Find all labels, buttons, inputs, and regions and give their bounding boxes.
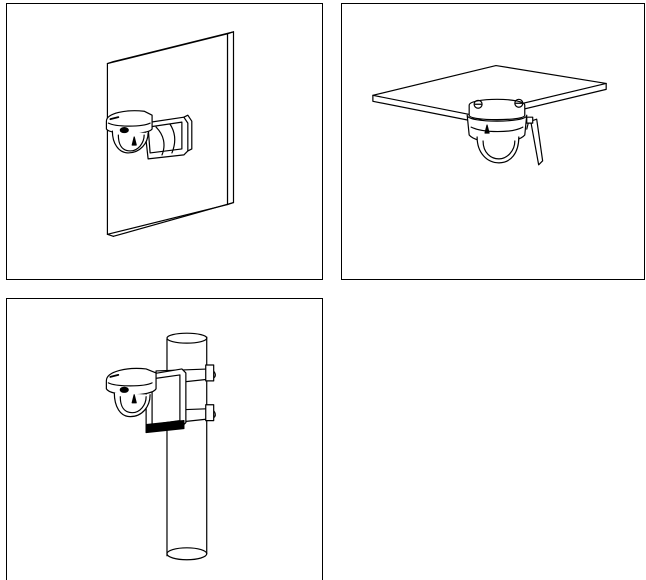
wall-bracket (144, 115, 192, 159)
ceiling-mount-panel (341, 3, 645, 280)
dome-camera-pole-mount-icon (7, 299, 322, 580)
antenna (527, 117, 543, 165)
dome-camera (106, 111, 152, 153)
wall-mount-panel (6, 3, 323, 280)
ceiling-mount-base (469, 99, 525, 119)
dome-camera-wall-mount-icon (7, 4, 322, 279)
pole (167, 333, 207, 560)
dome-camera-ceiling-mount-icon (342, 4, 644, 279)
pole-mount-panel (6, 298, 323, 580)
dome-camera (106, 368, 156, 416)
dome-camera (467, 115, 527, 163)
